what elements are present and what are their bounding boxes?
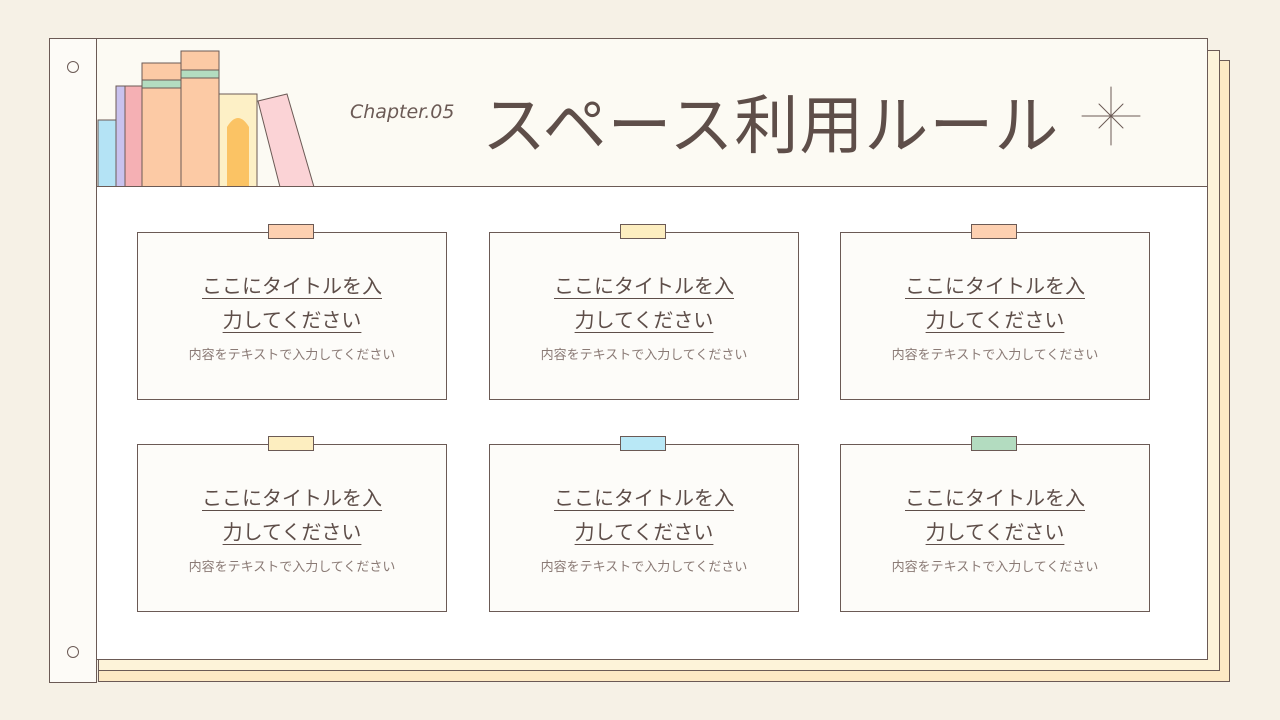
card-title: ここにタイトルを入 力してください	[138, 481, 446, 549]
card-title-line1: ここにタイトルを入	[202, 274, 382, 298]
book-cream-emblem	[227, 118, 249, 187]
card-title: ここにタイトルを入 力してください	[841, 481, 1149, 549]
rule-card-1[interactable]: ここにタイトルを入 力してください 内容をテキストで入力してください	[137, 224, 447, 400]
binding-hole-bottom	[67, 646, 79, 658]
card-title-line1: ここにタイトルを入	[905, 274, 1085, 298]
rule-card-3[interactable]: ここにタイトルを入 力してください 内容をテキストで入力してください	[840, 224, 1150, 400]
tape-icon	[268, 224, 314, 239]
page-title: スペース利用ルール	[482, 90, 1060, 164]
card-title-line2: 力してください	[222, 308, 362, 332]
tape-icon	[620, 436, 666, 451]
notebook-binding	[49, 38, 97, 683]
binding-hole-top	[67, 61, 79, 73]
book-purple	[115, 85, 126, 187]
sparkle-icon	[1081, 86, 1141, 146]
card-title-line2: 力してください	[925, 520, 1065, 544]
rule-card-6[interactable]: ここにタイトルを入 力してください 内容をテキストで入力してください	[840, 436, 1150, 612]
card-title-line2: 力してください	[574, 308, 714, 332]
tape-icon	[971, 436, 1017, 451]
card-title-line1: ここにタイトルを入	[905, 486, 1085, 510]
tape-icon	[620, 224, 666, 239]
tape-icon	[971, 224, 1017, 239]
card-title-line1: ここにタイトルを入	[554, 274, 734, 298]
card-title-line2: 力してください	[222, 520, 362, 544]
rule-card-4[interactable]: ここにタイトルを入 力してください 内容をテキストで入力してください	[137, 436, 447, 612]
slide-sheet: Chapter.05 スペース利用ルール ここにタイトルを入 力してください 内…	[96, 38, 1208, 660]
card-title-line1: ここにタイトルを入	[202, 486, 382, 510]
card-title: ここにタイトルを入 力してください	[490, 269, 798, 337]
card-body: 内容をテキストで入力してください	[188, 348, 396, 363]
card-title: ここにタイトルを入 力してください	[138, 269, 446, 337]
book-pink	[124, 85, 143, 187]
chapter-label: Chapter.05	[350, 101, 455, 123]
card-title-line2: 力してください	[574, 520, 714, 544]
book-peach-short-band	[141, 79, 182, 89]
card-body: 内容をテキストで入力してください	[891, 348, 1099, 363]
card-body: 内容をテキストで入力してください	[891, 560, 1099, 575]
rule-card-5[interactable]: ここにタイトルを入 力してください 内容をテキストで入力してください	[489, 436, 799, 612]
card-title-line2: 力してください	[925, 308, 1065, 332]
rule-card-2[interactable]: ここにタイトルを入 力してください 内容をテキストで入力してください	[489, 224, 799, 400]
book-peach-tall-band	[180, 69, 220, 79]
card-title-line1: ここにタイトルを入	[554, 486, 734, 510]
card-title: ここにタイトルを入 力してください	[490, 481, 798, 549]
book-blue	[97, 119, 117, 187]
card-body: 内容をテキストで入力してください	[188, 560, 396, 575]
slide-header: Chapter.05 スペース利用ルール	[97, 39, 1207, 187]
tape-icon	[268, 436, 314, 451]
card-body: 内容をテキストで入力してください	[540, 348, 748, 363]
card-title: ここにタイトルを入 力してください	[841, 269, 1149, 337]
book-leaning-pink	[257, 93, 315, 187]
card-body: 内容をテキストで入力してください	[540, 560, 748, 575]
bookshelf-illustration	[97, 50, 327, 187]
